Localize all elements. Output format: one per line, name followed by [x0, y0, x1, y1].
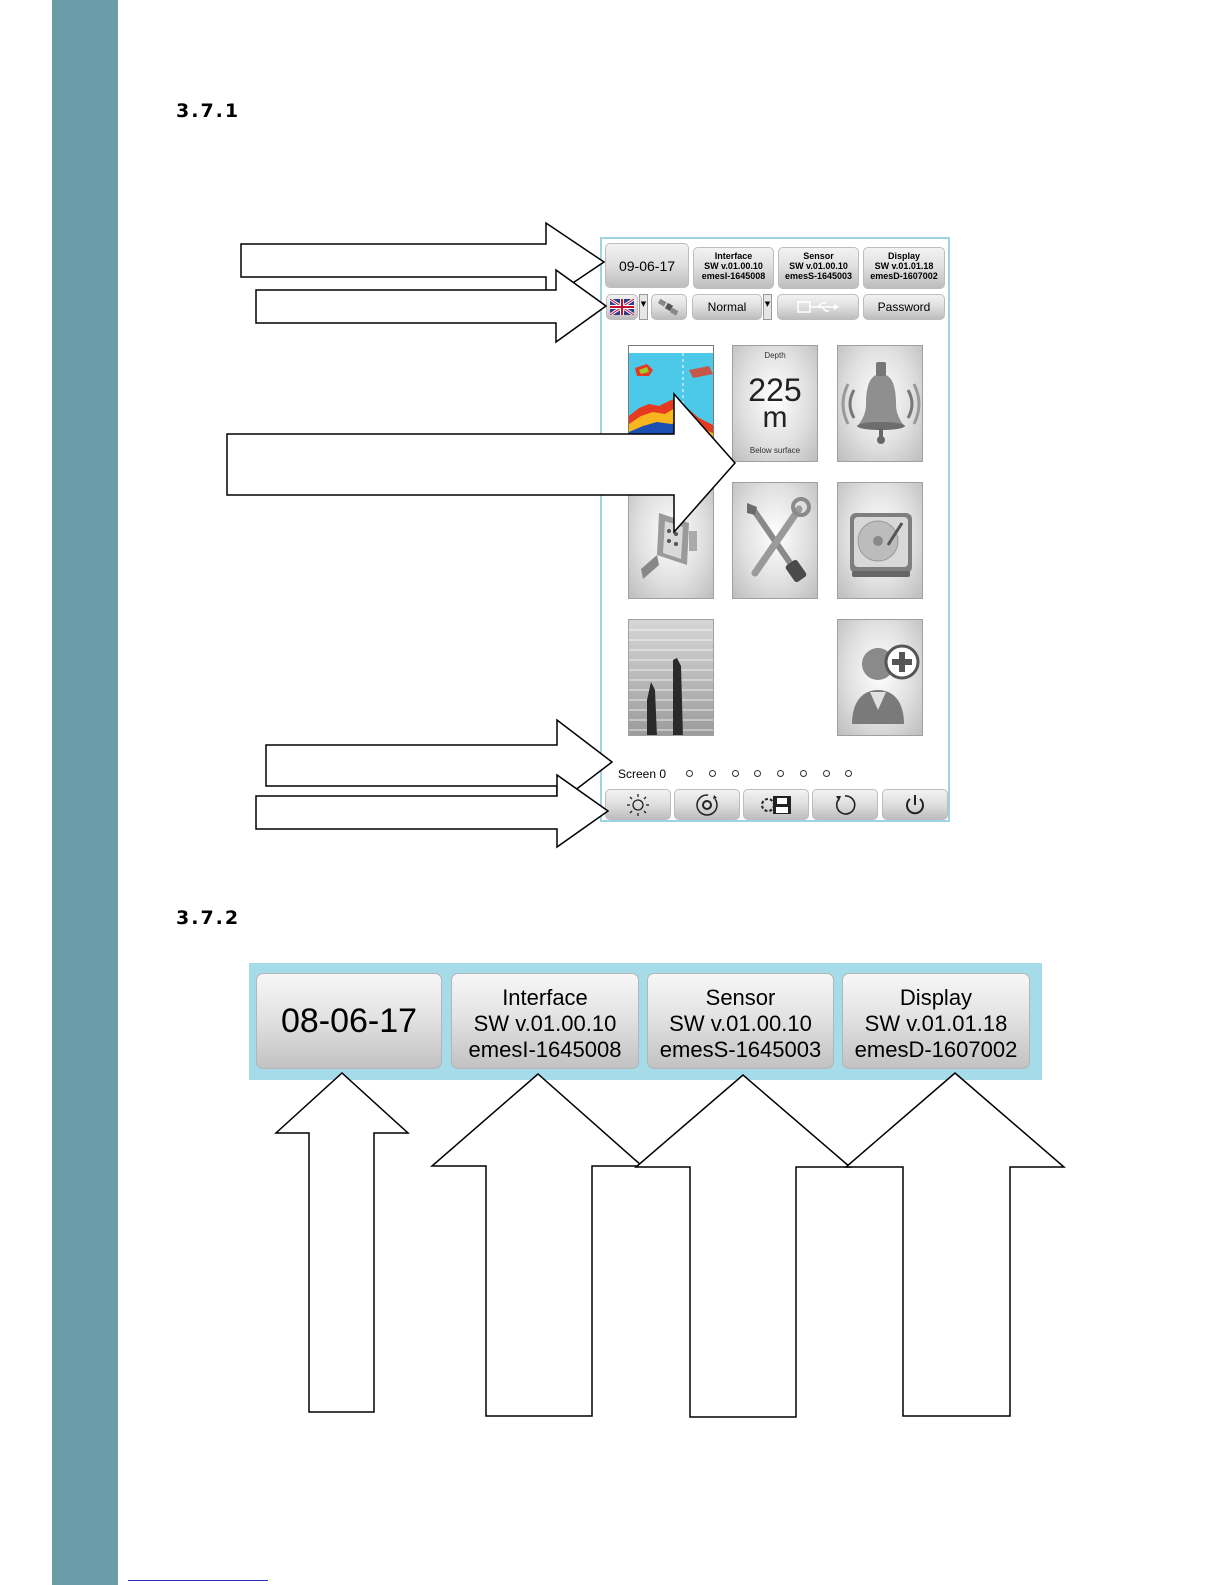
zoom-date-button[interactable]: 08-06-17 [256, 973, 442, 1069]
zoom-interface-sw: SW v.01.00.10 [473, 1011, 617, 1036]
depth-unit: m [762, 401, 788, 434]
gear-refresh-icon [696, 793, 718, 816]
screen-page-label: Screen 0 [618, 767, 667, 781]
interface-sw: SW v.01.00.10 [704, 261, 763, 271]
display-sw: SW v.01.01.18 [874, 261, 934, 271]
depth-value: 225 [748, 372, 802, 408]
zoom-sensor-button[interactable]: Sensor SW v.01.00.10 emesS-1645003 [647, 973, 834, 1069]
language-dropdown-arrow[interactable]: ▼ [639, 294, 648, 320]
satellite-icon [658, 298, 679, 316]
power-button[interactable] [882, 789, 948, 820]
settings-tools-tile[interactable] [732, 482, 818, 599]
header-zoom-panel: 08-06-17 Interface SW v.01.00.10 emesI-1… [249, 963, 1042, 1080]
page-dot-3[interactable] [732, 770, 739, 777]
device-main-screen: 09-06-17 Interface SW v.01.00.10 emesI-1… [600, 237, 950, 822]
zoom-sensor-sw: SW v.01.00.10 [669, 1011, 812, 1036]
interface-serial: emesI-1645008 [701, 271, 766, 281]
zoom-interface-title: Interface [502, 985, 588, 1010]
interface-title: Interface [714, 251, 753, 261]
serial-connector-icon [641, 513, 697, 579]
brightness-button[interactable] [605, 789, 671, 820]
zoom-sensor-title: Sensor [705, 985, 776, 1010]
refresh-icon [835, 794, 856, 815]
page-dot-6[interactable] [800, 770, 807, 777]
page-dot-1[interactable] [686, 770, 693, 777]
sun-icon [627, 793, 649, 816]
arrow-up-display [843, 1072, 1067, 1417]
display-title: Display [887, 251, 920, 261]
power-icon [906, 794, 924, 814]
display-info-button[interactable]: Display SW v.01.01.18 emesD-1607002 [863, 247, 945, 289]
save-settings-button[interactable] [743, 789, 809, 820]
section-heading-372: 3.7.2 [176, 907, 241, 929]
depth-tile[interactable]: Depth 225 m Below surface [732, 345, 818, 462]
page-dot-5[interactable] [777, 770, 784, 777]
satellite-button[interactable] [651, 294, 687, 320]
wrench-screwdriver-icon [747, 497, 811, 583]
sync-settings-button[interactable] [674, 789, 740, 820]
connector-tile[interactable] [628, 482, 714, 599]
arrow-up-interface [429, 1073, 644, 1417]
usb-icon [797, 301, 839, 313]
zoom-interface-button[interactable]: Interface SW v.01.00.10 emesI-1645008 [451, 973, 639, 1069]
sensor-info-button[interactable]: Sensor SW v.01.00.10 emesS-1645003 [778, 247, 859, 289]
sensor-title: Sensor [803, 251, 834, 261]
service-tile[interactable] [837, 619, 923, 736]
depth-reference: Below surface [749, 446, 801, 455]
echo-sounder-tile[interactable]: 28 [628, 345, 714, 462]
alarm-tile[interactable] [837, 345, 923, 462]
sensor-serial: emesS-1645003 [784, 271, 853, 281]
page-dot-4[interactable] [754, 770, 761, 777]
arrow-up-date [274, 1071, 410, 1413]
interface-info-button[interactable]: Interface SW v.01.00.10 emesI-1645008 [693, 247, 774, 289]
gear-save-icon [761, 795, 791, 814]
sensor-sw: SW v.01.00.10 [789, 261, 848, 271]
hard-disk-icon [850, 513, 912, 577]
depth-label: Depth [764, 351, 786, 360]
arrow-to-bottom-buttons [255, 773, 610, 849]
echogram-icon: 28 [629, 346, 713, 461]
arrow-up-sensor [633, 1074, 853, 1418]
section-heading-371: 3.7.1 [176, 100, 241, 122]
uk-flag-icon [610, 299, 634, 315]
password-button[interactable]: Password [863, 294, 945, 320]
date-button[interactable]: 09-06-17 [605, 243, 689, 288]
echo-depth-number: 28 [675, 424, 697, 446]
usb-button[interactable] [777, 294, 859, 320]
page-dot-2[interactable] [709, 770, 716, 777]
zoom-interface-serial: emesI-1645008 [468, 1037, 622, 1062]
page-dot-7[interactable] [823, 770, 830, 777]
arrow-to-settings-row [255, 268, 608, 344]
display-serial: emesD-1607002 [870, 271, 938, 281]
footer-link-underline [128, 1580, 268, 1581]
zoom-display-title: Display [899, 985, 973, 1010]
storage-tile[interactable] [837, 482, 923, 599]
page-dot-8[interactable] [845, 770, 852, 777]
zoom-display-sw: SW v.01.01.18 [864, 1011, 1008, 1036]
depth-history-icon [629, 629, 713, 735]
zoom-display-serial: emesD-1607002 [854, 1037, 1018, 1062]
history-graph-tile[interactable] [628, 619, 714, 736]
zoom-display-button[interactable]: Display SW v.01.01.18 emesD-1607002 [842, 973, 1030, 1069]
arrow-to-screen-indicator [265, 718, 614, 806]
mode-select[interactable]: Normal [692, 294, 762, 320]
language-button[interactable] [606, 294, 638, 320]
bell-icon [841, 362, 921, 444]
restart-button[interactable] [812, 789, 878, 820]
arrow-to-header-row [240, 221, 606, 303]
sidebar-band [52, 0, 118, 1585]
mode-dropdown-arrow[interactable]: ▼ [763, 294, 772, 320]
doctor-plus-icon [852, 644, 920, 724]
zoom-sensor-serial: emesS-1645003 [659, 1037, 822, 1062]
